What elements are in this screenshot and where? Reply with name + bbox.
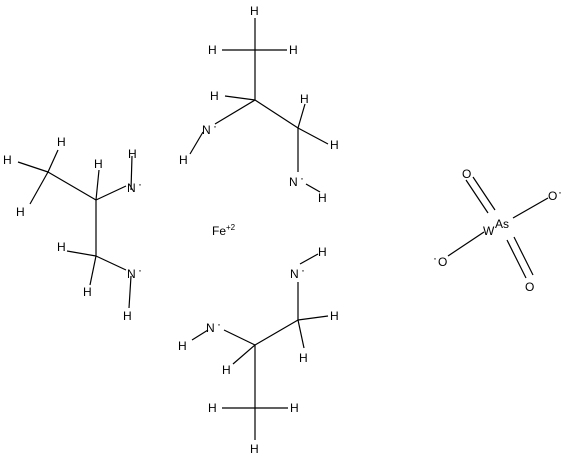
bond-n-h [189, 131, 204, 155]
atom-h: H [210, 89, 219, 103]
atom-h: H [208, 43, 217, 57]
bond-c-c [254, 99, 299, 129]
ligand-bottom: H N · N · H H H H H H H [178, 245, 339, 456]
ligand-top: H H H H H N · H H N · H [179, 4, 339, 205]
atom-o: O [525, 280, 534, 294]
bond-c-h [29, 171, 49, 205]
bond-n-h [130, 155, 133, 191]
bond-c-c [254, 319, 299, 346]
atom-h: H [222, 363, 231, 377]
bond-c-h [17, 161, 49, 173]
atom-h: H [83, 285, 92, 299]
radical-dot: · [138, 177, 142, 191]
atom-h: H [318, 191, 327, 205]
radical-dot: · [217, 317, 221, 331]
atom-o: O [548, 189, 557, 203]
atom-h: H [123, 309, 132, 323]
atom-h: H [299, 351, 308, 365]
bond-c-h [224, 95, 256, 101]
atom-h: H [94, 157, 103, 171]
anion-cluster: O O · W As · O O [433, 167, 562, 294]
atom-w: W [483, 224, 495, 238]
bond-double [513, 236, 534, 276]
bond-c-h [47, 149, 59, 173]
bond-double [465, 179, 489, 214]
atom-o: O [438, 255, 447, 269]
radical-dot: · [433, 251, 437, 265]
fe-charge: +2 [226, 223, 236, 232]
bond-n-h [128, 275, 132, 309]
atom-n: N [289, 175, 298, 189]
bond-single [447, 231, 485, 257]
atom-n: N [202, 123, 211, 137]
atom-h: H [128, 147, 137, 161]
radical-dot: · [300, 171, 304, 185]
radical-dot: · [213, 119, 217, 133]
bond-c-n [223, 329, 256, 346]
atom-h: H [57, 135, 66, 149]
bond-c-c [47, 171, 97, 201]
atom-h: H [16, 205, 25, 219]
radical-dot: · [301, 263, 305, 277]
iron-ion: Fe +2 [212, 223, 236, 238]
bond-c-n [95, 185, 127, 201]
atom-n: N [127, 181, 136, 195]
atom-h: H [300, 92, 309, 106]
atom-n: N [127, 267, 136, 281]
bond-c-h [232, 344, 256, 365]
radical-dot: · [558, 185, 562, 199]
atom-h: H [290, 401, 299, 415]
atom-as: As [495, 217, 509, 231]
bond-c-h [297, 127, 329, 145]
bond-c-h [89, 255, 97, 286]
bond-c-h [297, 315, 329, 321]
bond-n-h [305, 183, 321, 193]
bond-c-h [66, 250, 97, 257]
atom-n: N [206, 321, 215, 335]
atom-h: H [289, 43, 298, 57]
atom-o: O [462, 167, 471, 181]
atom-h: H [318, 245, 327, 259]
atom-n: N [290, 267, 299, 281]
bond-c-h [95, 169, 100, 201]
atom-h: H [330, 309, 339, 323]
radical-dot: · [138, 263, 142, 277]
atom-h: H [250, 4, 259, 18]
atom-h: H [179, 153, 188, 167]
ligand-left: H H H H H N · H N · H H [3, 135, 142, 323]
bond-single [512, 197, 549, 219]
bond-double [472, 176, 496, 211]
atom-h: H [3, 153, 12, 167]
atom-h: H [57, 240, 66, 254]
atom-h: H [208, 401, 217, 415]
atom-h: H [330, 138, 339, 152]
atom-h: H [178, 339, 187, 353]
bond-c-n [214, 99, 256, 125]
bond-c-h [297, 319, 305, 349]
atom-fe: Fe [212, 224, 226, 238]
bond-c-n [95, 255, 127, 271]
atom-h: H [250, 442, 259, 456]
bond-double [506, 239, 527, 279]
bond-c-h [297, 103, 306, 129]
bond-n-h [191, 329, 209, 341]
bond-n-h [299, 253, 319, 265]
